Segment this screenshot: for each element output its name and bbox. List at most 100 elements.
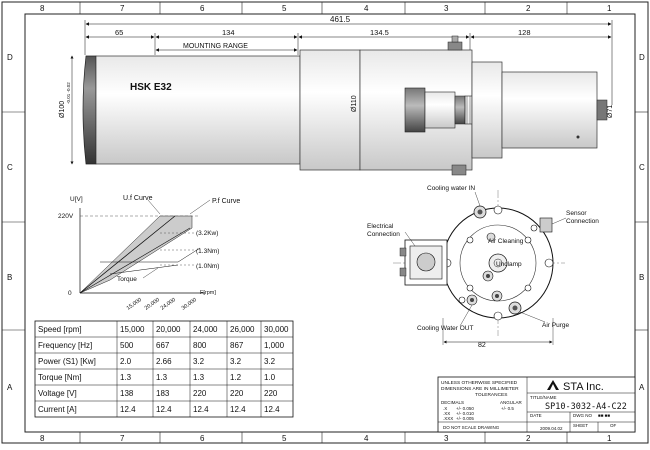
label-electrical-line2: Connection — [367, 231, 400, 238]
label-air-purge: Air Purge — [542, 322, 569, 329]
curve-uv-label: U[V] — [70, 196, 83, 203]
zone-col-bottom: 2 — [526, 434, 531, 443]
zone-row-left: A — [7, 383, 13, 392]
curve-x-tick: 24,000 — [160, 297, 177, 312]
spec-row: Current [A] 12.4 12.4 12.4 12.4 12.4 — [38, 405, 280, 414]
tb-tol-xxx: .XXX — [443, 416, 453, 421]
label-cooling-in: Cooling water IN — [427, 185, 475, 192]
fitting-top — [447, 41, 463, 51]
spec-row: Speed [rpm] 15,000 20,000 24,000 26,000 … — [38, 325, 289, 334]
dim-overall: 461.5 — [330, 15, 351, 24]
spec-cell: 26,000 — [230, 325, 255, 334]
curve-x-tick: 20,000 — [144, 297, 161, 312]
spec-cell: 12.4 — [193, 405, 209, 414]
dim-seg3: 134.5 — [370, 28, 389, 37]
zone-col-bottom: 1 — [607, 434, 612, 443]
spec-row: Power (S1) [Kw] 2.0 2.66 3.2 3.2 3.2 — [38, 357, 276, 366]
curve-x-tick: 30,000 — [181, 297, 198, 312]
zone-labels: 8 7 6 5 4 3 2 1 8 7 6 5 4 3 2 1 D C B A … — [7, 4, 645, 443]
curve-x-tick: 15,000 — [126, 297, 143, 312]
rear-section — [471, 61, 503, 159]
spec-row: Frequency [Hz] 500 667 800 867 1,000 — [38, 341, 285, 350]
air-cleaning-port — [486, 232, 496, 242]
curve-pf-label: P.f Curve — [212, 198, 240, 205]
spec-cell: 12.4 — [264, 405, 280, 414]
spec-cell: 3.2 — [264, 357, 276, 366]
curve-torque-label: Torque — [117, 276, 137, 283]
connector-block — [404, 87, 426, 133]
zone-col-top: 7 — [120, 4, 125, 13]
curve-uf-label: U.f Curve — [123, 195, 153, 202]
title-block: UNLESS OTHERWISE SPECIFIED DIMENSIONS AR… — [437, 376, 636, 433]
zone-ticks — [2, 2, 648, 443]
zone-col-bottom: 6 — [200, 434, 205, 443]
spec-cell: 500 — [120, 341, 134, 350]
spec-cell-label: Current [A] — [38, 405, 77, 414]
dim-seg4: 128 — [518, 28, 531, 37]
tb-dimensions: DIMENSIONS ARE IN MILLIMETER — [441, 386, 519, 392]
tb-dwg-value: ■■ ■■ — [598, 413, 610, 418]
housing-front — [299, 49, 361, 171]
zone-col-top: 5 — [282, 4, 287, 13]
spec-cell: 2.0 — [120, 357, 132, 366]
zone-row-right: C — [639, 163, 645, 172]
zone-col-top: 8 — [40, 4, 45, 13]
tb-title-name-label: TITLE/NAME — [530, 395, 557, 400]
tb-of-label: OF — [610, 423, 617, 428]
bolt-hole — [493, 311, 503, 321]
tb-date: 2009.04.02 — [540, 426, 563, 431]
dia-rear: Ø71 — [607, 105, 614, 118]
dia-mid: Ø110 — [351, 95, 358, 112]
zone-row-right: B — [639, 273, 644, 282]
spec-cell: 2.66 — [156, 357, 172, 366]
side-view: 461.5 65 134 134.5 128 MOUNTING RANGE HS… — [59, 15, 614, 176]
label-cooling-out: Cooling Water OUT — [417, 325, 473, 332]
spec-cell: 220 — [264, 389, 278, 398]
tb-angular: ANGULAR — [500, 400, 523, 405]
spec-cell: 24,000 — [193, 325, 218, 334]
dim-82: 82 — [478, 342, 486, 349]
label-air-cleaning: Air Cleaning — [488, 238, 524, 245]
spec-cell: 867 — [230, 341, 244, 350]
zone-col-top: 1 — [607, 4, 612, 13]
spindle-nose — [82, 55, 97, 165]
bolt-hole — [524, 284, 532, 292]
spec-cell: 12.4 — [120, 405, 136, 414]
bolt-hole — [524, 236, 532, 244]
spec-cell: 1.3 — [193, 373, 205, 382]
spec-cell: 1.3 — [156, 373, 168, 382]
spec-cell: 12.4 — [230, 405, 246, 414]
spec-cell: 12.4 — [156, 405, 172, 414]
zone-col-bottom: 4 — [364, 434, 369, 443]
zone-col-bottom: 5 — [282, 434, 287, 443]
tb-unless: UNLESS OTHERWISE SPECIFIED — [441, 380, 518, 386]
spec-cell: 1.2 — [230, 373, 242, 382]
curve-torque-13: (1.3Nm) — [196, 248, 219, 255]
curve-zero: 0 — [68, 290, 72, 297]
spec-cell: 138 — [120, 389, 134, 398]
spec-cell: 183 — [156, 389, 170, 398]
tb-decimals: DECIMALS — [441, 400, 464, 405]
spec-cell-label: Frequency [Hz] — [38, 341, 92, 350]
fitting-bottom — [451, 164, 467, 176]
tb-tolerances: TOLERANCES — [475, 392, 507, 398]
zone-row-left: C — [7, 163, 13, 172]
bolt-hole — [493, 205, 503, 215]
bolt-hole — [466, 284, 474, 292]
spec-cell: 220 — [230, 389, 244, 398]
sta-logo-icon — [547, 380, 559, 390]
spec-row: Voltage [V] 138 183 220 220 220 — [38, 389, 278, 398]
curve-torque-10: (1.0Nm) — [196, 263, 219, 270]
zone-row-left: D — [7, 53, 13, 62]
spec-cell: 220 — [193, 389, 207, 398]
zone-col-top: 6 — [200, 4, 205, 13]
rear-cap — [501, 71, 598, 149]
spec-table: Speed [rpm] 15,000 20,000 24,000 26,000 … — [34, 320, 294, 418]
zone-col-bottom: 3 — [444, 434, 449, 443]
spec-cell-label: Speed [rpm] — [38, 325, 82, 334]
mounting-range-label: MOUNTING RANGE — [183, 43, 248, 50]
label-sensor: Sensor Connection — [566, 210, 599, 225]
dim-seg2: 134 — [222, 28, 235, 37]
tb-dwg-no-label: DWG NO — [573, 413, 592, 418]
